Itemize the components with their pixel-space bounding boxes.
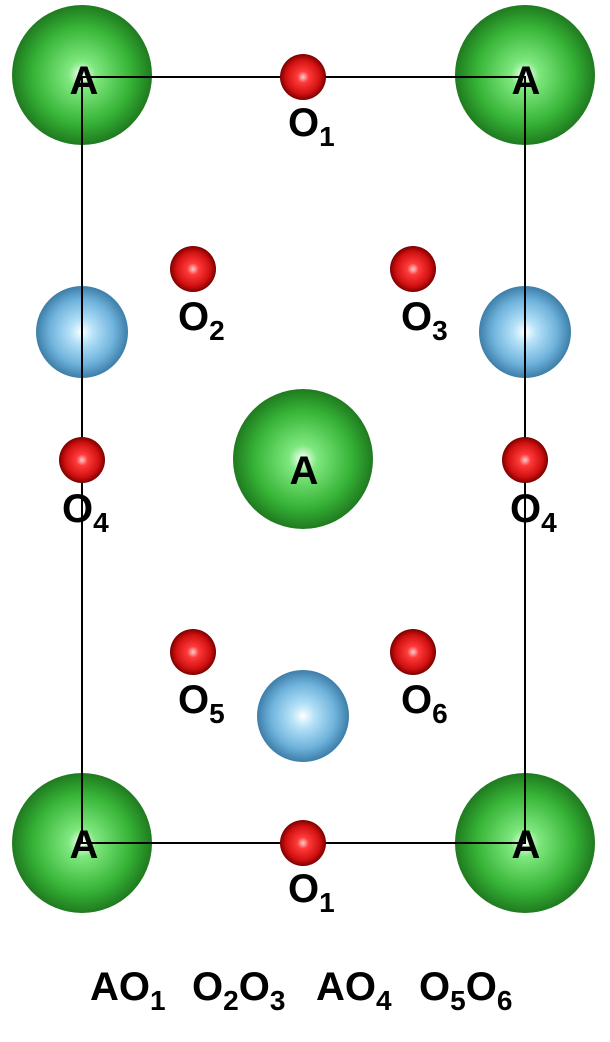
atom-b-bottom-center — [257, 670, 349, 762]
legend-layer-ao4: AO4 — [316, 965, 392, 1016]
label-o1-bottom: O1 — [288, 867, 335, 918]
atom-o5 — [170, 629, 216, 675]
legend-layer-o5o6: O5O6 — [419, 965, 512, 1016]
atom-o4-left — [59, 437, 105, 483]
label-o3: O3 — [401, 295, 448, 346]
legend-layer-o2o3: O2O3 — [192, 965, 285, 1016]
atom-o1-bottom — [280, 820, 326, 866]
label-o1-top: O1 — [288, 101, 335, 152]
label-a-top-left: A — [70, 59, 99, 103]
label-o6: O6 — [401, 678, 448, 729]
label-a-top-right: A — [512, 59, 541, 103]
label-o4-right: O4 — [510, 487, 557, 538]
legend-layer-ao1: AO1 — [90, 965, 166, 1016]
label-a-bottom-left: A — [70, 823, 99, 867]
atom-o2 — [170, 246, 216, 292]
atom-o4-right — [502, 437, 548, 483]
atom-o1-top — [280, 54, 326, 100]
atom-a-center — [233, 389, 373, 529]
atom-a-top-right — [455, 5, 595, 145]
atom-o6 — [390, 629, 436, 675]
atom-o3 — [390, 246, 436, 292]
label-o5: O5 — [178, 678, 225, 729]
label-a-center: A — [290, 449, 319, 493]
atom-a-top-left — [12, 5, 152, 145]
label-o4-left: O4 — [62, 487, 109, 538]
label-o2: O2 — [178, 295, 225, 346]
label-a-bottom-right: A — [512, 823, 541, 867]
